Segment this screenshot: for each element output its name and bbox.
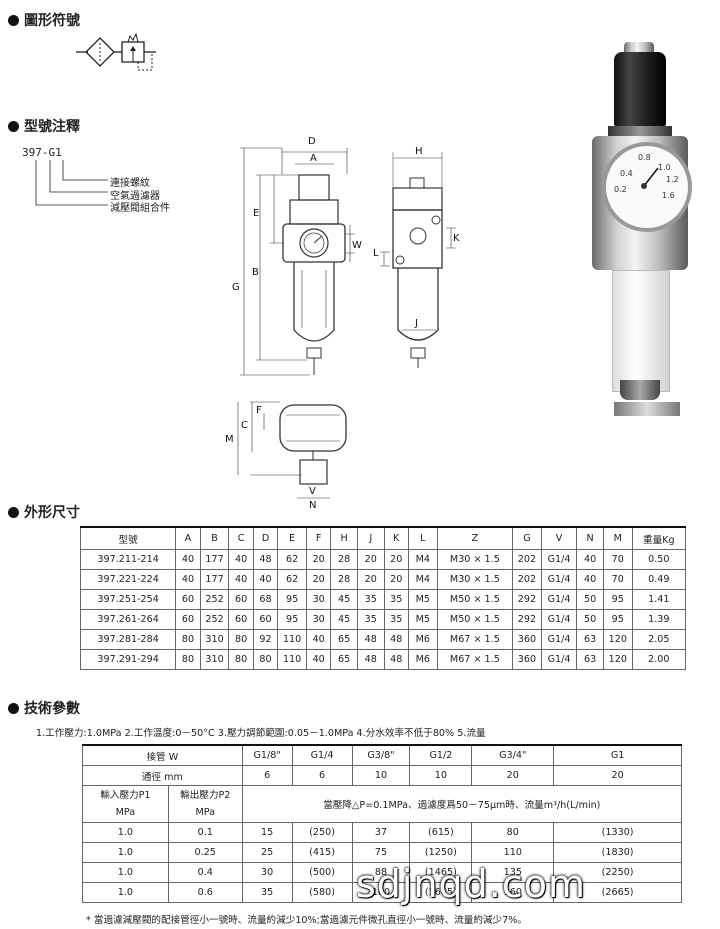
section-tech-title: 技術參數 [8,698,80,718]
bullet-icon [8,120,19,132]
dim-label-b: B [252,267,259,278]
svg-text:1.2: 1.2 [666,175,679,184]
dimension-drawings: D A E B G W H L K J F C M V N [225,136,460,510]
svg-text:0.4: 0.4 [620,169,633,178]
bullet-icon [8,506,19,518]
watermark-text: sdjnqd.com [356,862,587,906]
tech-footnote: * 當過濾減壓閥的配接管徑小一號時、流量約減少10%;當過濾元件微孔直徑小一號時… [86,915,527,926]
dim-label-d: D [308,136,316,147]
dim-table-header-row: 型號 A B C D E F H J K L Z G V N M 重量Kg [79,526,687,550]
model-note-regulator: 減壓閥組合件 [110,203,170,214]
model-note-filter: 空氣過濾器 [110,191,160,202]
model-code-leader-lines [35,160,108,206]
svg-text:0.8: 0.8 [638,153,651,162]
dim-label-w: W [352,240,362,251]
tech-pipe-row: 接管 W G1/8" G1/4 G3/8" G1/2 G3/4" G1 [82,744,682,766]
section-symbol-title: 圖形符號 [8,10,80,30]
tech-table: 接管 W G1/8" G1/4 G3/8" G1/2 G3/4" G1 通徑 m… [82,744,683,903]
dim-label-m: M [225,434,234,445]
dim-label-h: H [415,146,423,157]
gauge-icon: 0.8 1.0 1.2 0.4 0.2 1.6 [614,153,679,200]
tech-intro: 1.工作壓力:1.0MPa 2.工作溫度:0－50°C 3.壓力調節範圍:0.0… [36,728,486,739]
dim-label-k: K [453,233,460,244]
model-note-thread: 連接螺紋 [110,178,150,189]
dim-label-c: C [241,420,248,431]
dim-label-v: V [309,486,316,497]
model-code: 397-G1 [22,146,62,159]
svg-text:1.0: 1.0 [658,163,671,172]
svg-text:1.6: 1.6 [662,191,675,200]
dim-label-j: J [414,318,418,329]
tech-bore-row: 通徑 mm 6 6 10 10 20 20 [82,765,682,786]
pneumatic-symbol-diagram [76,32,156,71]
dim-label-g: G [232,282,240,293]
dim-label-f: F [256,405,262,416]
tech-unit-row: 輸入壓力P1 MPa 輸出壓力P2 MPa 當壓降△P=0.1MPa、過濾度爲5… [82,785,683,823]
section-dimensions-title: 外形尺寸 [8,502,80,522]
svg-text:0.2: 0.2 [614,185,627,194]
bullet-icon [8,14,19,26]
section-model-title: 型號注釋 [8,116,80,136]
bullet-icon [8,702,19,714]
dim-label-n: N [309,500,316,510]
dimension-table: 型號 A B C D E F H J K L Z G V N M 重量Kg 39… [79,526,687,670]
dim-label-l: L [373,248,379,259]
dim-label-e: E [253,208,259,219]
dim-label-a: A [310,153,317,164]
product-photo: 0.8 1.0 1.2 0.4 0.2 1.6 [584,36,700,424]
